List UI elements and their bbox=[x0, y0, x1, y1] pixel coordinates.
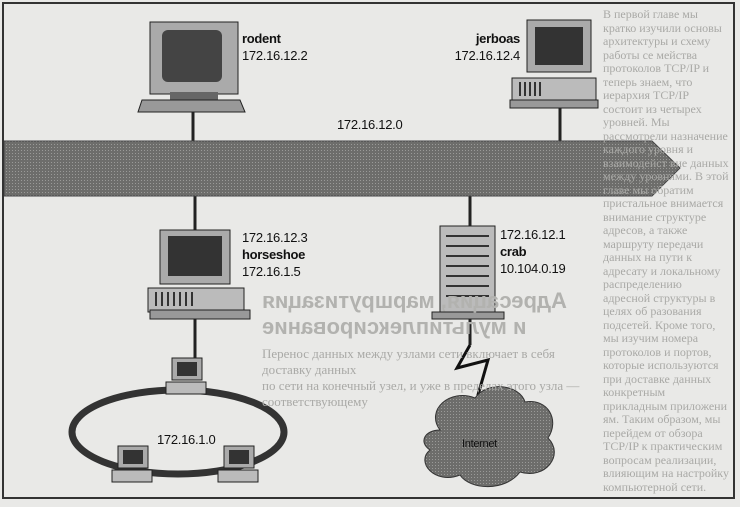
bleed-line: разования подсетей. Кроме того, мы изучи… bbox=[603, 304, 716, 359]
subnet-label: 172.16.1.0 bbox=[157, 432, 216, 447]
horseshoe-label: 172.16.12.3 horseshoe 172.16.1.5 bbox=[242, 229, 308, 280]
cloud-label: Internet bbox=[462, 438, 497, 450]
host-ip-2: 10.104.0.19 bbox=[500, 261, 566, 276]
bleed-line: по сети на конечный узел, и уже в предел… bbox=[262, 378, 580, 409]
jerboas-computer-icon bbox=[509, 19, 599, 109]
host-ip: 172.16.12.4 bbox=[454, 48, 521, 63]
bleed-through-paragraph: В первой главе мы кратко изучили основы … bbox=[603, 7, 731, 494]
host-name: jerboas bbox=[475, 31, 520, 46]
network-label: 172.16.12.0 bbox=[337, 117, 403, 132]
bleed-line: четырех уровней. Мы рассмотрели назначен… bbox=[603, 101, 728, 170]
network-bus bbox=[3, 140, 681, 197]
ring-computer-icon bbox=[111, 445, 153, 483]
bleed-line: вие данных между уровнями. В этой главе … bbox=[603, 155, 729, 210]
jerboas-label: jerboas 172.16.12.4 bbox=[440, 30, 521, 64]
internet-cloud-icon bbox=[423, 386, 555, 488]
host-name: horseshoe bbox=[242, 247, 306, 262]
bleed-line: ям. Таким образом, мы перейдем от обзора… bbox=[603, 412, 723, 467]
host-name: rodent bbox=[242, 31, 281, 46]
bleed-line: Перенос данных между узлами сети включае… bbox=[262, 346, 555, 377]
figure-frame bbox=[2, 2, 735, 499]
rodent-computer-icon bbox=[137, 21, 246, 113]
ring-computer-icon bbox=[217, 445, 259, 483]
ring-computer-icon bbox=[165, 357, 207, 395]
host-ip: 172.16.12.2 bbox=[242, 48, 308, 63]
host-ip: 172.16.12.1 bbox=[500, 227, 566, 242]
bleed-line: мейства протоколов TCP/IP и теперь знаем… bbox=[603, 47, 710, 116]
host-name: crab bbox=[500, 244, 527, 259]
horseshoe-computer-icon bbox=[147, 229, 251, 320]
links bbox=[191, 105, 562, 358]
bleed-line: внимание структуре адресов, а также марш… bbox=[603, 209, 707, 264]
host-ip-2: 172.16.1.5 bbox=[242, 264, 301, 279]
bleed-line: которые используются при доставке данных… bbox=[603, 358, 728, 413]
bleed-line: реализации, влияющим на настройку компью… bbox=[603, 452, 729, 494]
crab-label: 172.16.12.1 crab 10.104.0.19 bbox=[500, 226, 566, 277]
host-ip: 172.16.12.3 bbox=[242, 230, 308, 245]
bleed-line: к адресату и локальному распределению ад… bbox=[603, 250, 721, 318]
crab-server-icon bbox=[431, 225, 505, 320]
bleed-through-bottom: Перенос данных между узлами сети включае… bbox=[262, 346, 592, 410]
bleed-line: В первой главе мы кратко изучили основы … bbox=[603, 7, 722, 62]
rodent-label: rodent 172.16.12.2 bbox=[242, 30, 308, 64]
bleed-through-section: Адресация, маршрутизация и мультиплексир… bbox=[262, 288, 592, 410]
